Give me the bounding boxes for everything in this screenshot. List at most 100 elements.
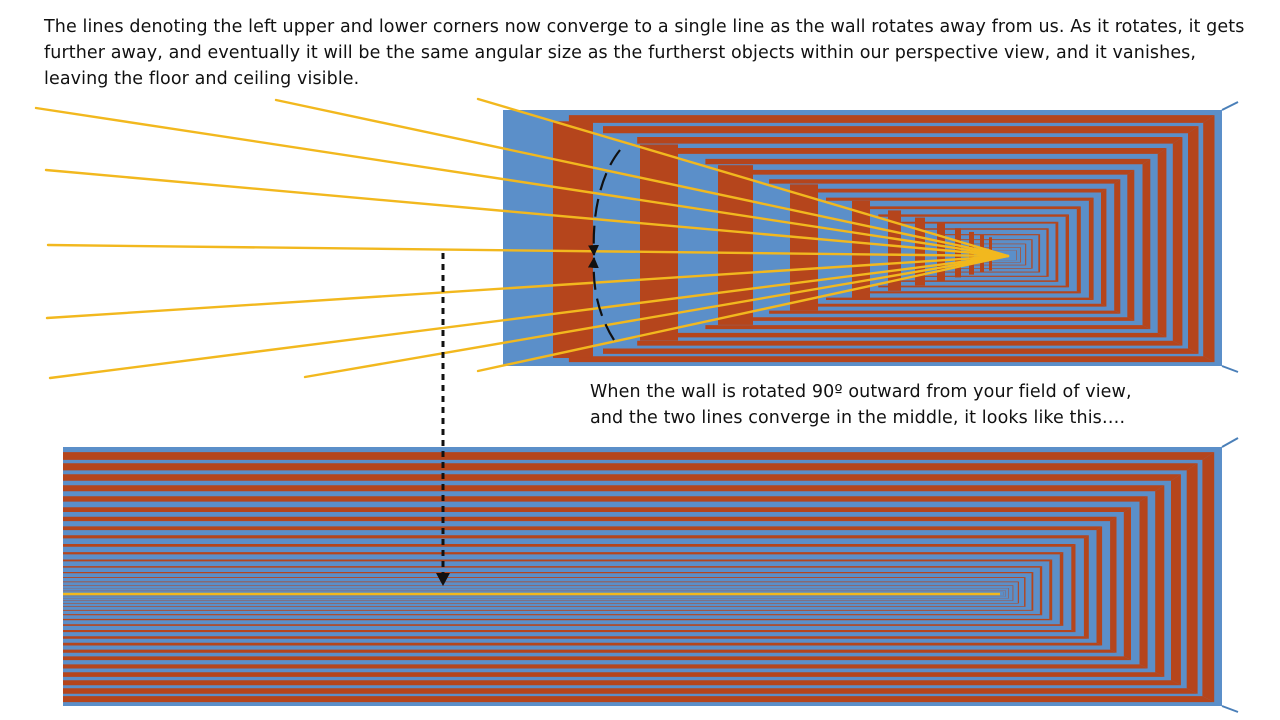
- right-wall-band: [1024, 577, 1026, 607]
- floor-band: [568, 356, 1215, 363]
- floor-band: [853, 291, 1081, 294]
- ceiling-band: [63, 535, 1089, 539]
- floor-band: [603, 348, 1199, 354]
- right-wall-band: [1088, 197, 1094, 300]
- arrow-down-curve-icon: [588, 149, 621, 257]
- right-wall-band: [1038, 234, 1041, 273]
- left-wall-band: [718, 165, 753, 325]
- ray: [476, 97, 1010, 258]
- floor-band: [63, 664, 1148, 669]
- left-wall-band: [955, 228, 961, 278]
- right-wall-band: [1017, 581, 1019, 604]
- ceiling-band: [939, 234, 1041, 236]
- right-wall-band: [1114, 179, 1121, 314]
- right-wall-band: [1055, 221, 1059, 282]
- ray: [476, 254, 1010, 373]
- right-wall-band: [1031, 572, 1034, 611]
- left-wall-band: [553, 121, 593, 358]
- floor-band: [921, 275, 1049, 277]
- ceiling-band: [955, 239, 1033, 241]
- corner-edge: [1221, 101, 1239, 111]
- rotation-arrows: [587, 149, 621, 341]
- left-wall-band: [915, 217, 925, 286]
- ceiling-band: [63, 507, 1131, 512]
- ceiling-band: [63, 496, 1148, 502]
- floor-band: [63, 603, 1019, 604]
- right-wall-band: [1083, 535, 1089, 639]
- floor-band: [63, 688, 1198, 694]
- right-wall-band: [1076, 206, 1081, 294]
- floor-band: [826, 297, 1094, 300]
- floor-band: [798, 303, 1107, 307]
- right-wall-band: [1012, 585, 1014, 601]
- right-wall-band: [1096, 526, 1103, 646]
- right-wall-band: [1157, 148, 1167, 338]
- right-wall-band: [1049, 559, 1053, 621]
- ray: [46, 243, 1010, 258]
- right-wall-band: [1059, 552, 1064, 626]
- ceiling-band: [637, 137, 1183, 144]
- floor-band: [939, 271, 1041, 273]
- floor-band: [969, 264, 1027, 266]
- right-wall-band: [1046, 228, 1049, 277]
- right-wall-band: [1139, 496, 1148, 669]
- floor-band: [63, 630, 1076, 633]
- dashed-down-arrow: [436, 253, 450, 586]
- ceiling-band: [568, 115, 1215, 123]
- right-wall-band: [1142, 158, 1151, 330]
- ceiling-band: [853, 206, 1081, 210]
- floor-band: [63, 624, 1064, 626]
- right-wall-band: [1127, 169, 1135, 321]
- ceiling-band: [921, 228, 1049, 230]
- floor-band: [63, 649, 1117, 653]
- ray: [44, 168, 1010, 258]
- tunnel-with-wall-rotating: [503, 101, 1239, 373]
- ceiling-band: [969, 243, 1027, 245]
- floor-band: [63, 606, 1026, 607]
- left-wall-band: [640, 144, 678, 341]
- floor-band: [769, 310, 1121, 314]
- right-wall-band: [1025, 243, 1027, 266]
- ceiling-band: [63, 485, 1165, 492]
- ceiling-band: [63, 516, 1117, 522]
- corner-edge: [1221, 365, 1239, 373]
- right-wall-band: [1171, 474, 1181, 686]
- ceiling-band: [63, 581, 1019, 583]
- right-wall-band: [1172, 137, 1183, 346]
- ceiling-band: [739, 169, 1135, 175]
- ray: [274, 98, 1010, 258]
- ceiling-band: [63, 463, 1198, 471]
- middle-caption-line-2: and the two lines converge in the middle…: [590, 408, 1126, 428]
- ceiling-band: [63, 572, 1034, 574]
- corner-edge: [1221, 437, 1239, 448]
- right-wall-band: [1071, 544, 1076, 633]
- middle-caption-line-1: When the wall is rotated 90º outward fro…: [590, 382, 1132, 402]
- ceiling-band: [63, 566, 1043, 568]
- top-caption: The lines denoting the left upper and lo…: [44, 17, 1245, 89]
- ceiling-band: [63, 577, 1026, 578]
- floor-band: [63, 656, 1131, 661]
- floor-band: [63, 696, 1215, 703]
- floor-band: [63, 618, 1053, 621]
- right-wall-band: [1123, 507, 1131, 661]
- floor-band: [955, 268, 1033, 269]
- right-wall-band: [1155, 485, 1165, 677]
- ray: [303, 254, 1010, 379]
- floor-band: [705, 325, 1151, 330]
- ceiling-band: [63, 559, 1053, 562]
- floor-band: [63, 680, 1181, 686]
- ceiling-band: [603, 126, 1199, 134]
- ray: [45, 254, 1010, 320]
- ceiling-band: [798, 188, 1107, 193]
- right-wall-band: [1110, 516, 1117, 653]
- right-wall-band: [1202, 452, 1215, 703]
- right-wall-band: [1203, 115, 1215, 363]
- right-wall-band: [1016, 250, 1017, 261]
- right-wall-band: [1188, 126, 1199, 354]
- ceiling-band: [63, 526, 1103, 531]
- convergence-rays: [34, 97, 1010, 380]
- floor-band: [637, 340, 1183, 346]
- middle-caption: When the wall is rotated 90º outward fro…: [590, 379, 1230, 431]
- floor-band: [63, 642, 1103, 646]
- ceiling-band: [826, 197, 1094, 201]
